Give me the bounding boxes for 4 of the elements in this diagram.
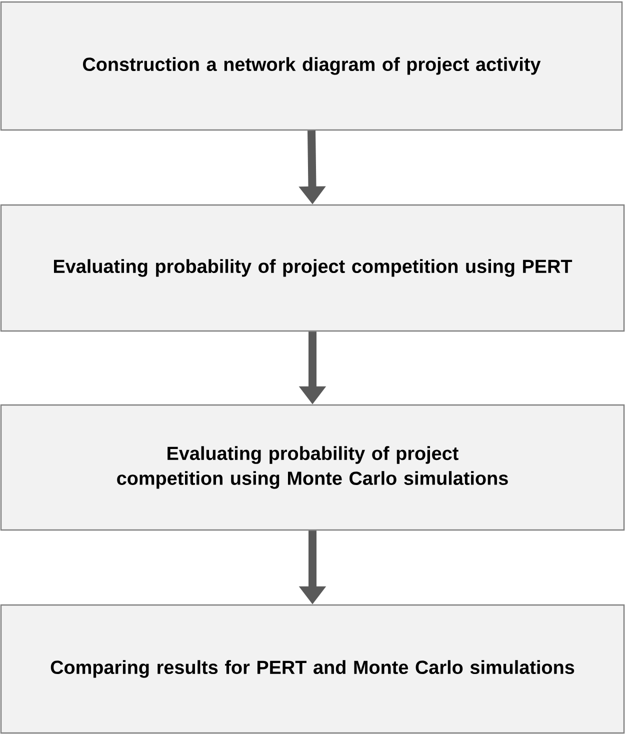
process-box: Comparing results for PERT and Monte Carlo simulations — [0, 604, 625, 734]
process-box: Construction a network diagram of project activity — [0, 1, 623, 131]
process-box: Evaluating probability of project competition using PERT — [0, 204, 625, 332]
process-box: Evaluating probability of project competition using Monte Carlo simulations — [0, 404, 625, 531]
